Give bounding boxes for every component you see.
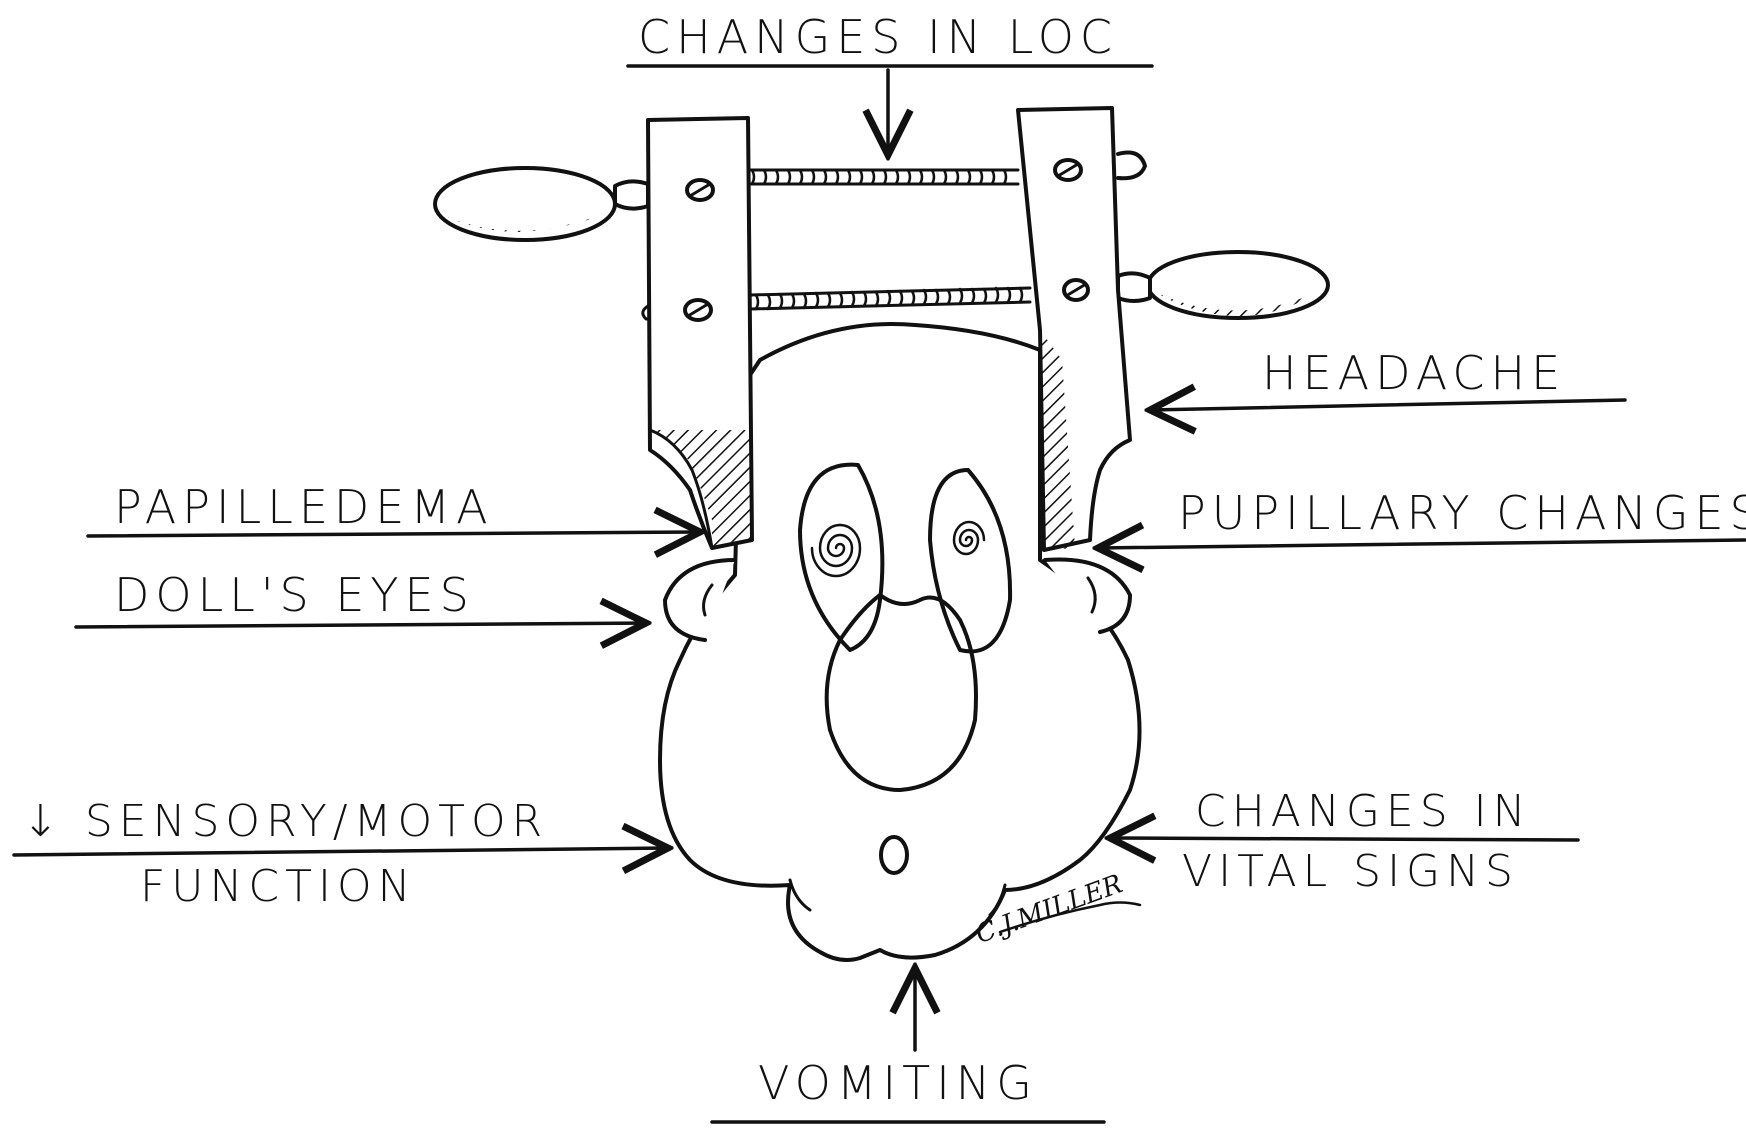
label-vomiting: VOMITING: [758, 1060, 1038, 1106]
label-headache: HEADACHE: [1262, 350, 1566, 396]
pupillary-changes-arrow: [1098, 540, 1745, 548]
sensory-motor-arrow: [14, 848, 668, 855]
label-dolls-eyes: DOLL'S EYES: [114, 572, 475, 618]
label-sensory-motor-line2: FUNCTION: [140, 865, 417, 909]
dolls-eyes-arrow: [76, 623, 646, 627]
label-sensory-motor-line1: ↓ SENSORY/MOTOR: [22, 800, 548, 844]
label-changes-in-loc: CHANGES IN LOC: [638, 14, 1118, 60]
label-pupillary-changes: PUPILLARY CHANGES: [1178, 490, 1746, 536]
label-vital-signs-line1: CHANGES IN: [1195, 790, 1532, 834]
headache-arrow: [1150, 400, 1625, 410]
vital-signs-arrow: [1110, 838, 1578, 840]
label-papilledema: PAPILLEDEMA: [114, 484, 494, 530]
right-vise-handle: [1118, 153, 1328, 319]
label-vital-signs-line2: VITAL SIGNS: [1182, 850, 1519, 894]
upper-screw-rod: [746, 170, 1018, 184]
left-vise-handle: [435, 168, 648, 240]
